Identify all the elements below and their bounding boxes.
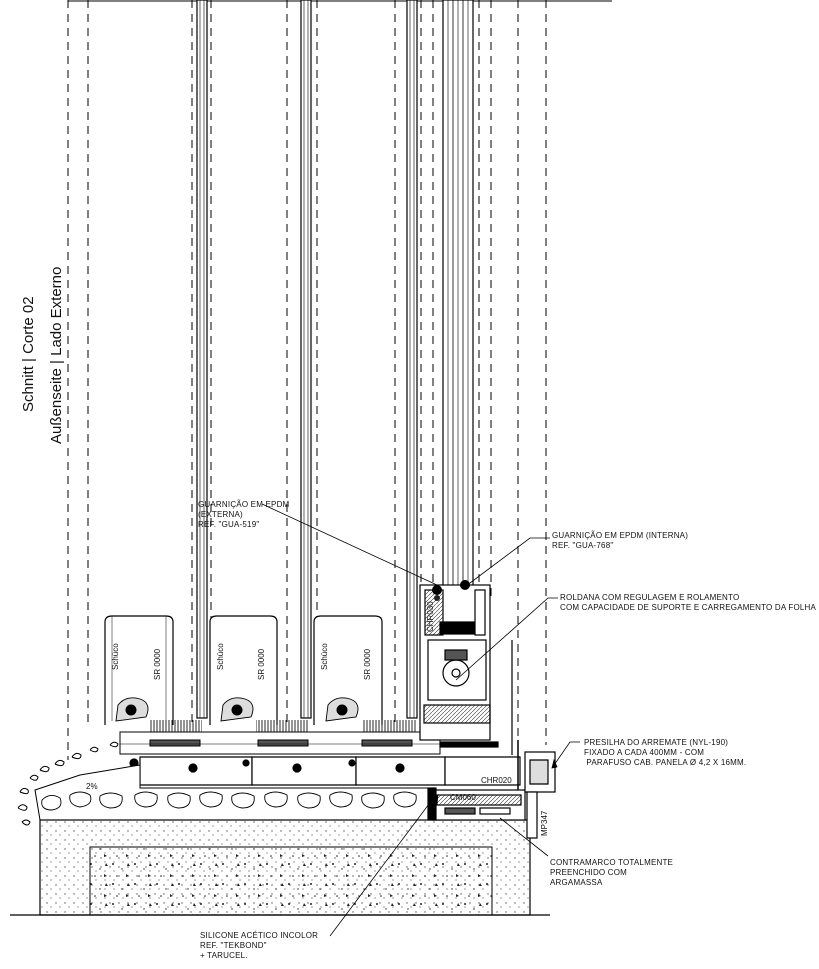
section-title-line2: Außenseite | Lado Externo	[48, 266, 65, 444]
leader-lines	[261, 503, 580, 937]
note-silicone: SILICONE ACÉTICO INCOLOR REF. "TEKBOND" …	[200, 931, 319, 960]
track-profiles	[119, 731, 441, 755]
svg-text:Schüco: Schüco	[216, 643, 225, 670]
tag-mp347: MP347	[540, 810, 549, 836]
svg-text:SR 0000: SR 0000	[257, 648, 266, 680]
tag-chr030: CHR030	[426, 601, 435, 632]
note-presilha: PRESILHA DO ARREMATE (NYL-190) FIXADO A …	[584, 738, 747, 767]
right-trim	[511, 640, 556, 839]
epdm-gaskets	[432, 580, 470, 601]
track-chambers	[129, 756, 521, 786]
fixed-frame	[419, 584, 499, 748]
svg-text:SR 0000: SR 0000	[363, 648, 372, 680]
section-title-line1: Schnitt | Corte 02	[20, 296, 37, 412]
gravel-edge	[17, 741, 119, 826]
note-gua768: GUARNIÇÃO EM EPDM (INTERNA) REF. "GUA-76…	[552, 531, 689, 550]
tag-slope: 2%	[86, 782, 98, 791]
concrete-substrate	[10, 819, 550, 916]
note-roldana: ROLDANA COM REGULAGEM E ROLAMENTO COM CA…	[560, 593, 817, 612]
subframe-contramarco	[427, 787, 526, 821]
tag-cm060: CM060	[450, 793, 476, 802]
sliding-panels	[104, 615, 383, 725]
svg-text:Schüco: Schüco	[111, 643, 120, 670]
note-contramarco: CONTRAMARCO TOTALMENTE PREENCHIDO COM AR…	[550, 858, 674, 887]
brush-seals	[150, 720, 416, 734]
svg-text:Schüco: Schüco	[320, 643, 329, 670]
profile-tags: CHR030 CHR020 CM060 MP347 2%	[86, 601, 549, 836]
stone-sill	[34, 764, 431, 821]
tag-chr020: CHR020	[481, 776, 512, 785]
svg-text:SR 0000: SR 0000	[153, 648, 162, 680]
panel-brand-marks: Schüco SR 0000 Schüco SR 0000 Schüco SR …	[111, 643, 372, 680]
note-gua519: GUARNIÇÃO EM EPDM (EXTERNA) REF. "GUA-51…	[198, 500, 290, 529]
outer-dashed-extents	[67, 0, 547, 760]
glazing-bars	[196, 0, 474, 719]
roller-hardware	[115, 697, 359, 722]
